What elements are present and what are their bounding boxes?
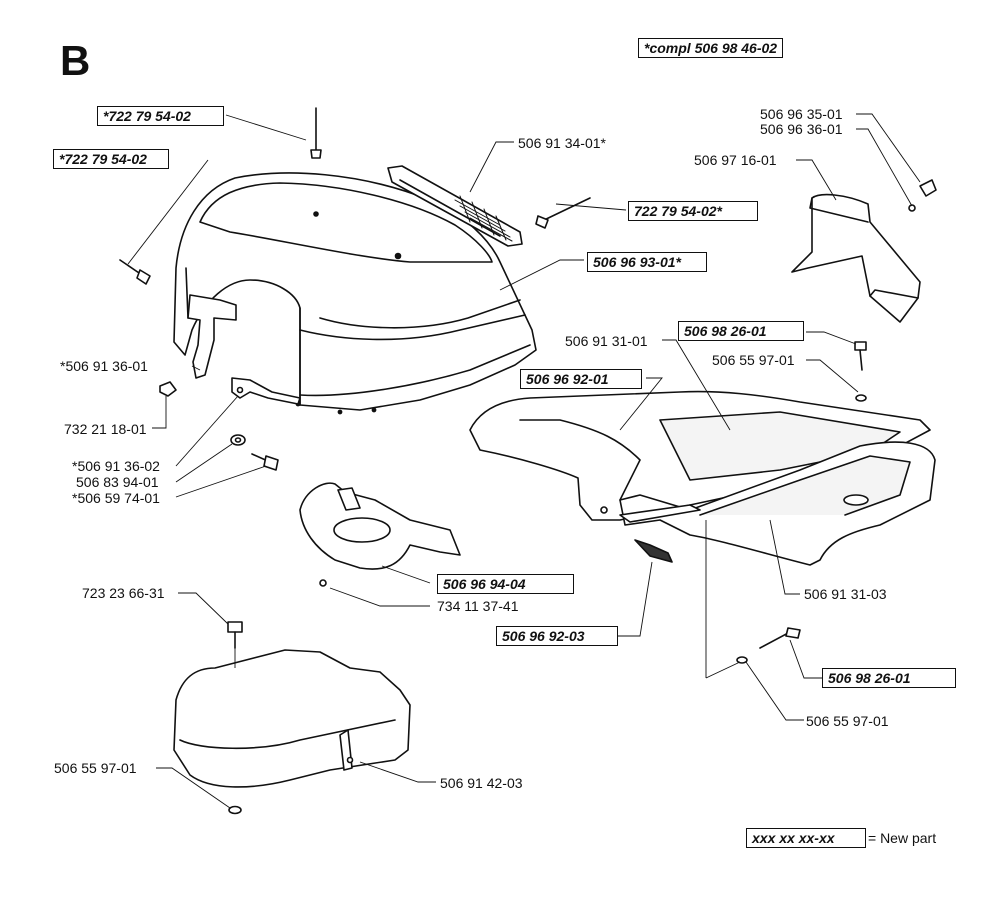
part-label-12: 506 96 36-01 [760, 121, 843, 137]
part-label-4: 722 79 54-02* [628, 201, 758, 221]
part-label-6: *506 91 36-01 [60, 358, 148, 374]
part-label-23: 506 98 26-01 [822, 668, 956, 688]
hood-cover [173, 172, 537, 415]
leader-lines [127, 113, 921, 809]
rivet-top [310, 107, 322, 159]
screw-top-right [908, 179, 937, 212]
part-label-25: 506 55 97-01 [54, 760, 137, 776]
part-label-15: 506 98 26-01 [678, 321, 804, 341]
legend-text: = New part [868, 830, 937, 846]
part-label-16: 506 55 97-01 [712, 352, 795, 368]
part-label-11: 506 96 35-01 [760, 106, 843, 122]
compl-part-number: *compl 506 98 46-02 [638, 38, 784, 58]
part-label-3: 506 91 34-01* [518, 135, 606, 151]
part-label-18: 506 96 94-04 [437, 574, 574, 594]
part-label-24: 506 55 97-01 [806, 713, 889, 729]
washer-bottom [228, 805, 242, 815]
part-label-8: *506 91 36-02 [72, 458, 160, 474]
screw-left [251, 453, 279, 471]
part-label-22: 506 91 31-03 [804, 586, 887, 602]
nut-left [159, 381, 177, 397]
part-label-19: 734 11 37-41 [437, 598, 519, 614]
part-label-13: 506 97 16-01 [694, 152, 777, 168]
floor-cover-right [619, 441, 936, 566]
part-label-14: 506 91 31-01 [565, 333, 648, 349]
part-label-26: 506 91 42-03 [440, 775, 523, 791]
part-label-2: *722 79 54-02 [53, 149, 169, 169]
hood-bracket [187, 294, 301, 405]
part-label-10: *506 59 74-01 [72, 490, 160, 506]
part-label-7: 732 21 18-01 [64, 421, 147, 437]
part-label-17: 506 96 92-01 [520, 369, 642, 389]
seat-bracket-rear [791, 193, 921, 323]
rivet-left [119, 259, 151, 285]
part-label-1: *722 79 54-02 [97, 106, 224, 126]
part-label-21: 506 96 92-03 [496, 626, 618, 646]
fuel-cap-support [299, 482, 461, 587]
part-label-9: 506 83 94-01 [76, 474, 159, 490]
part-label-5: 506 96 93-01* [587, 252, 707, 272]
screw-right-bottom [736, 627, 801, 664]
battery-cover [173, 649, 411, 788]
screw-right-top [854, 341, 867, 402]
rivet-grille [535, 197, 591, 229]
part-label-20: 723 23 66-31 [82, 585, 165, 601]
footrest-bar [619, 504, 701, 563]
section-letter: B [60, 37, 91, 84]
washer-left [230, 434, 246, 446]
knob-screw [227, 621, 243, 649]
grille-panel [387, 165, 523, 247]
legend-sample: xxx xx xx-xx [746, 828, 866, 848]
